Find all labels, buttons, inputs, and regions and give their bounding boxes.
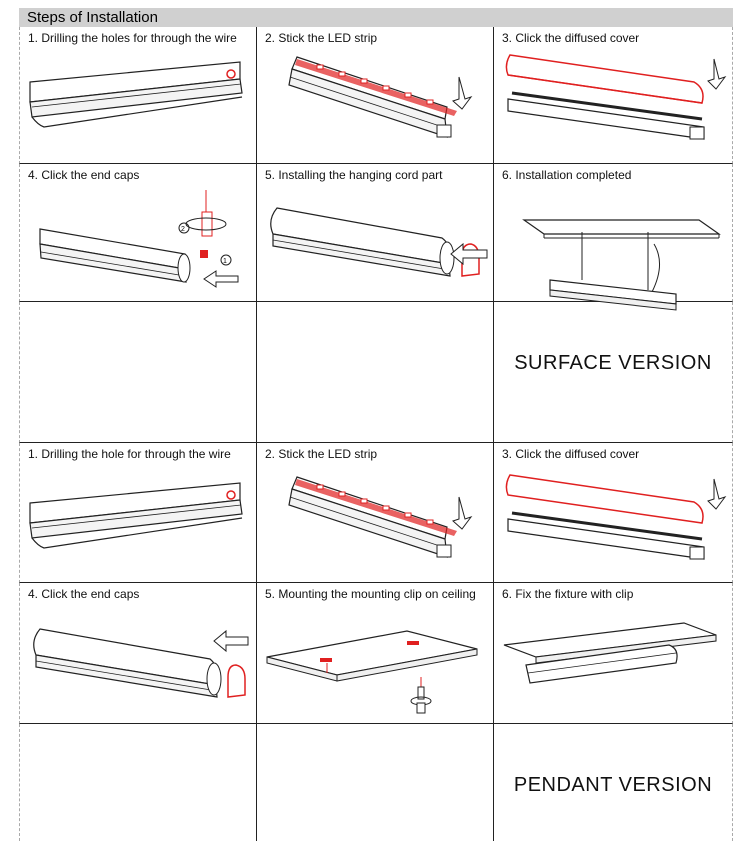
- pendant-version-cell: PENDANT VERSION: [494, 724, 733, 841]
- diffused-cover-illustration: [505, 474, 727, 560]
- step-cell-surface-5: 5. Installing the hanging cord part: [257, 164, 494, 302]
- pendant-version-label: PENDANT VERSION: [513, 774, 713, 796]
- step-caption: 5. Installing the hanging cord part: [265, 168, 443, 182]
- step-cell-pendant-3: 3. Click the diffused cover: [494, 443, 733, 583]
- step-cell-surface-6: 6. Installation completed: [494, 164, 733, 311]
- step-caption: 2. Stick the LED strip: [265, 447, 378, 461]
- step-caption: 1. Drilling the holes for through the wi…: [28, 31, 237, 45]
- step-caption: 4. Click the end caps: [28, 168, 140, 182]
- svg-text:1: 1: [223, 258, 227, 265]
- section-title: Steps of Installation: [27, 9, 158, 26]
- step-cell-surface-2: 2. Stick the LED strip: [257, 27, 494, 164]
- mounting-clip-illustration: [266, 630, 478, 714]
- step-cell-surface-3: 3. Click the diffused cover: [494, 27, 733, 164]
- step-caption: 1. Drilling the hole for through the wir…: [28, 447, 231, 461]
- step-caption: 4. Click the end caps: [28, 587, 140, 601]
- installed-fixture-illustration: [522, 219, 721, 311]
- step-caption: 6. Fix the fixture with clip: [502, 587, 634, 601]
- step-cell-pendant-6: 6. Fix the fixture with clip: [494, 583, 733, 724]
- blank-cell: [257, 302, 494, 443]
- led-strip-illustration: [288, 56, 473, 138]
- led-strip-illustration: [288, 476, 473, 558]
- section-header: Steps of Installation: [19, 8, 733, 27]
- step-caption: 3. Click the diffused cover: [502, 31, 640, 45]
- step-cell-pendant-2: 2. Stick the LED strip: [257, 443, 494, 583]
- step-cell-surface-1: 1. Drilling the holes for through the wi…: [19, 27, 257, 164]
- blank-cell: [19, 724, 257, 841]
- step-caption: 6. Installation completed: [502, 168, 632, 182]
- end-caps-illustration: 2 1: [39, 190, 239, 288]
- diffused-cover-illustration: [505, 54, 727, 140]
- surface-version-cell: SURFACE VERSION: [494, 302, 733, 443]
- step-cell-pendant-1: 1. Drilling the hole for through the wir…: [19, 443, 257, 583]
- step-cell-pendant-4: 4. Click the end caps: [19, 583, 257, 724]
- step-cell-pendant-5: 5. Mounting the mounting clip on ceiling: [257, 583, 494, 724]
- end-caps-illustration: [33, 628, 249, 698]
- step-caption: 3. Click the diffused cover: [502, 447, 640, 461]
- blank-cell: [19, 302, 257, 443]
- drill-hole-illustration: [29, 61, 243, 128]
- blank-cell: [257, 724, 494, 841]
- hanging-cord-illustration: [270, 207, 488, 277]
- surface-version-label: SURFACE VERSION: [514, 352, 712, 374]
- clip-fixture-illustration: [503, 622, 717, 684]
- drill-hole-illustration: [29, 482, 243, 549]
- step-caption: 5. Mounting the mounting clip on ceiling: [265, 587, 476, 601]
- step-cell-surface-4: 4. Click the end caps 2 1: [19, 164, 257, 302]
- svg-text:2: 2: [181, 226, 185, 233]
- step-caption: 2. Stick the LED strip: [265, 31, 378, 45]
